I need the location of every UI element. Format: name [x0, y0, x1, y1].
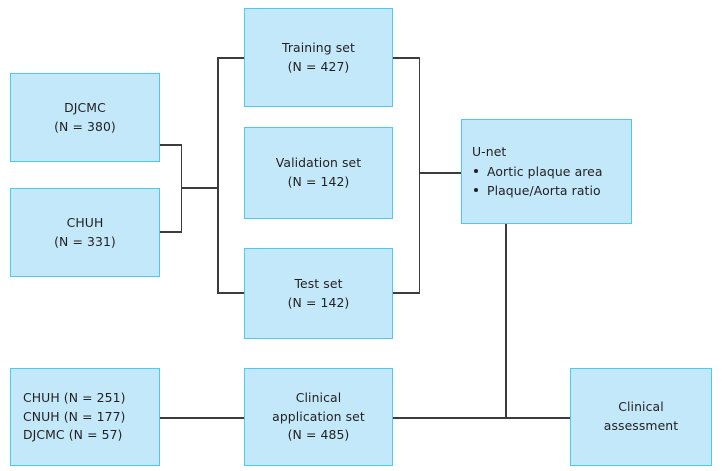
connector-chuh-right	[160, 231, 182, 233]
node-clinical-assessment-line-1: Clinical	[618, 399, 664, 415]
node-clinical-sources-line-1: CHUH (N = 251)	[23, 389, 126, 405]
node-chuh-source-line-2: (N = 331)	[54, 233, 116, 249]
node-clinical-sources-line-3: DJCMC (N = 57)	[23, 427, 123, 443]
node-clinical-application-set-line-3: (N = 485)	[287, 427, 350, 443]
connector-clinical-sources-to-application	[160, 417, 244, 419]
node-unet-bullet-1: Aortic plaque area	[472, 162, 603, 181]
connector-bus-to-training	[217, 57, 244, 59]
node-test-set-line-1: Test set	[294, 275, 343, 291]
node-training-set-line-1: Training set	[282, 39, 355, 55]
node-test-set-line-2: (N = 142)	[287, 294, 350, 310]
node-clinical-assessment[interactable]: Clinical assessment	[570, 368, 712, 466]
node-unet-bullet-2: Plaque/Aorta ratio	[472, 181, 603, 200]
node-training-set[interactable]: Training set (N = 427)	[244, 8, 393, 107]
connector-bus-to-test	[217, 292, 244, 294]
connector-application-to-assessment	[393, 417, 571, 419]
connector-merge-to-unet	[418, 172, 462, 174]
connector-djcmc-right	[160, 144, 182, 146]
connector-training-to-merge	[393, 57, 420, 59]
connector-sources-to-split-bus	[180, 187, 219, 189]
node-djcmc-source-line-2: (N = 380)	[54, 118, 116, 134]
node-clinical-assessment-line-2: assessment	[603, 418, 679, 433]
node-clinical-sources[interactable]: CHUH (N = 251) CNUH (N = 177) DJCMC (N =…	[10, 368, 160, 466]
node-chuh-source[interactable]: CHUH (N = 331)	[10, 188, 160, 277]
node-validation-set[interactable]: Validation set (N = 142)	[244, 127, 393, 219]
node-unet[interactable]: U-net Aortic plaque area Plaque/Aorta ra…	[461, 119, 632, 224]
node-clinical-sources-line-2: CNUH (N = 177)	[23, 408, 126, 424]
node-clinical-application-set-line-1: Clinical	[295, 389, 342, 405]
node-unet-bullet-list: Aortic plaque area Plaque/Aorta ratio	[462, 162, 603, 200]
node-clinical-application-set-line-2: application set	[272, 408, 365, 424]
node-validation-set-line-1: Validation set	[275, 155, 362, 171]
connector-merge-bus-vertical	[418, 57, 420, 293]
node-djcmc-source-line-1: DJCMC	[64, 99, 106, 115]
connector-unet-to-clinical-vertical	[505, 224, 507, 418]
node-unet-title: U-net	[472, 143, 507, 159]
node-djcmc-source[interactable]: DJCMC (N = 380)	[10, 73, 160, 162]
connector-test-to-merge	[393, 292, 420, 294]
node-test-set[interactable]: Test set (N = 142)	[244, 248, 393, 339]
node-chuh-source-line-1: CHUH	[66, 214, 104, 230]
node-validation-set-line-2: (N = 142)	[287, 174, 350, 189]
node-clinical-application-set[interactable]: Clinical application set (N = 485)	[244, 368, 393, 466]
connector-split-bus-vertical	[217, 57, 219, 293]
node-training-set-line-2: (N = 427)	[287, 58, 350, 74]
